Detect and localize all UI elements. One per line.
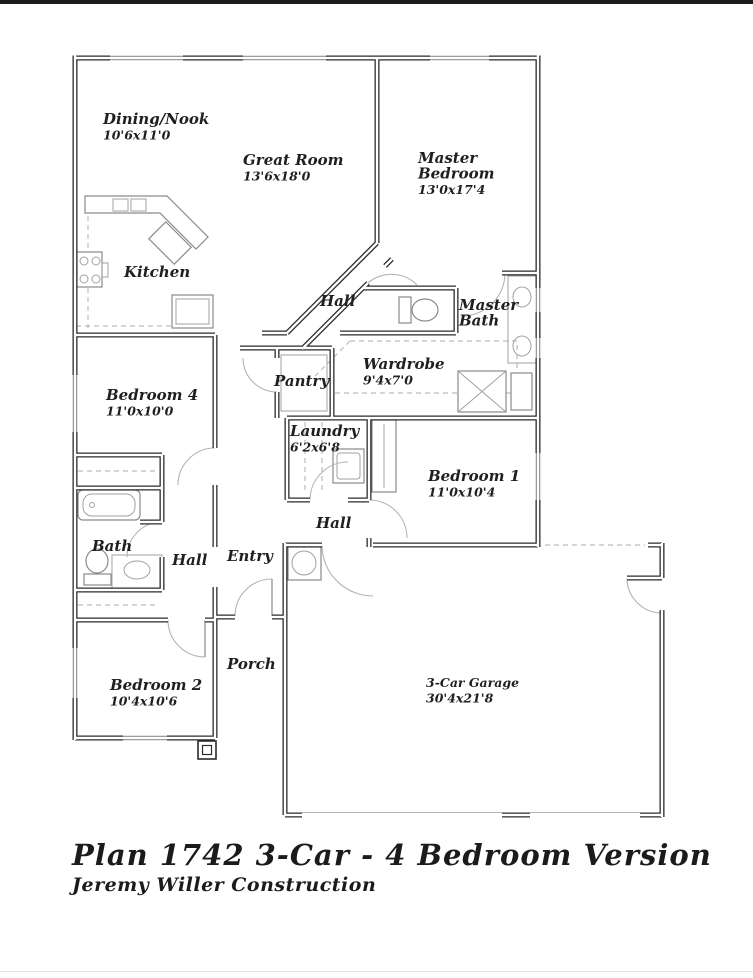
master-toilet <box>398 296 439 324</box>
pantry-shelf <box>280 354 328 412</box>
room-label-pantry: Pantry <box>273 372 330 390</box>
dishwasher-counter <box>171 294 214 329</box>
builder-name: Jeremy Willer Construction <box>72 874 377 896</box>
room-label-entry: Entry <box>226 547 274 565</box>
washer <box>332 448 365 484</box>
porch-post <box>197 740 217 760</box>
bathtub <box>77 489 141 521</box>
door-swings <box>126 272 663 658</box>
shower <box>457 370 507 413</box>
room-label-bath: Bath <box>91 537 132 555</box>
water-heater <box>287 546 322 581</box>
image-bottom-border <box>0 971 753 972</box>
room-label-porch: Porch <box>226 655 276 673</box>
fixtures <box>76 195 640 813</box>
room-label-kitchen: Kitchen <box>123 263 190 281</box>
room-label-hall-lower: Hall <box>171 551 208 569</box>
plan-title: Plan 1742 3-Car - 4 Bedroom Version <box>72 838 712 872</box>
hall-vanity <box>111 554 163 589</box>
room-label-hall-upper: Hall <box>319 292 356 310</box>
master-vanity <box>507 275 538 364</box>
title-block: Plan 1742 3-Car - 4 Bedroom Version Jere… <box>72 838 712 896</box>
windows <box>72 55 541 741</box>
kitchen-counter <box>84 195 209 266</box>
stove <box>76 251 109 288</box>
bedroom1-closet <box>371 419 397 493</box>
image-top-border <box>0 0 753 4</box>
hall-toilet <box>83 548 112 586</box>
room-label-hall-middle: Hall <box>315 514 352 532</box>
linen-closet <box>510 372 533 411</box>
walls <box>72 55 665 818</box>
